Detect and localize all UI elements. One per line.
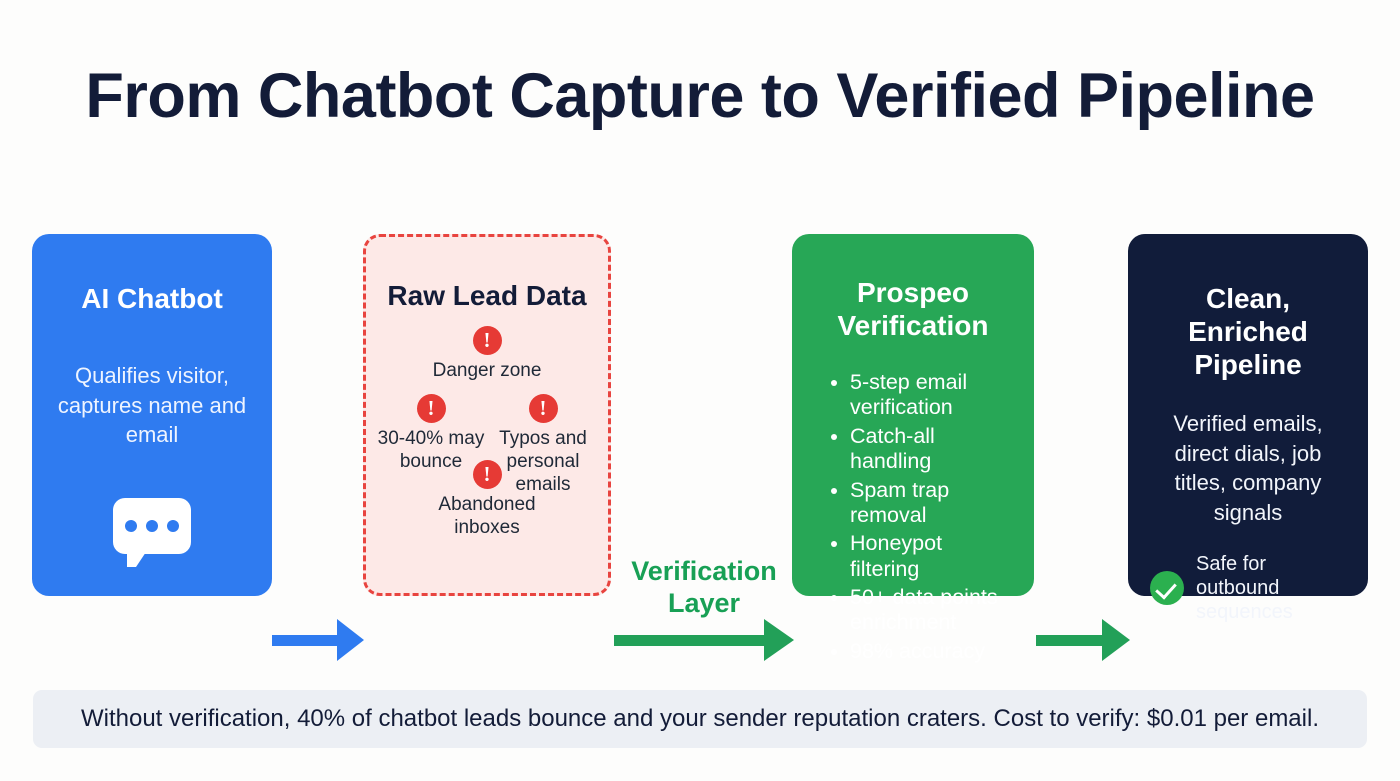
arrow-head xyxy=(1102,619,1130,661)
arrow-shaft xyxy=(614,634,764,646)
warning-icon: ! xyxy=(416,394,446,424)
arrow-shaft xyxy=(272,634,337,646)
card-title-prospeo-verification: Prospeo Verification xyxy=(837,277,989,342)
card-clean-enriched-pipeline[interactable]: Clean, Enriched Pipeline Verified emails… xyxy=(1128,234,1368,623)
list-item: 50+ data points enrichment xyxy=(828,585,1016,636)
chat-dot-3 xyxy=(167,520,179,533)
danger-item: ! Danger zone xyxy=(427,326,547,382)
list-item: 5-step email verification xyxy=(828,370,1016,421)
danger-item: ! 30-40% may bounce xyxy=(371,394,491,473)
danger-item-label: Abandoned inboxes xyxy=(438,494,536,539)
prospeo-feature-list: 5-step email verification Catch-all hand… xyxy=(810,370,1016,667)
danger-item-label: Danger zone xyxy=(432,360,542,382)
arrow-shaft xyxy=(1036,634,1102,646)
card-title-ai-chatbot: AI Chatbot xyxy=(81,283,223,314)
danger-items-group: ! Danger zone ! 30-40% may bounce ! Typo… xyxy=(378,318,593,573)
list-item: Honeypot filtering xyxy=(828,531,1016,582)
card-raw-lead-data[interactable]: Raw Lead Data ! Danger zone ! 30-40% may… xyxy=(363,234,611,596)
warning-icon: ! xyxy=(472,326,502,356)
arrow-right-icon-prospeo-to-pipeline xyxy=(1036,619,1130,661)
footer-banner: Without verification, 40% of chatbot lea… xyxy=(33,690,1367,748)
list-item: 98% accuracy xyxy=(828,639,1016,664)
list-item: Catch-all handling xyxy=(828,424,1016,475)
card-prospeo-verification[interactable]: Prospeo Verification 5-step email verifi… xyxy=(792,234,1034,663)
danger-item: ! Typos and personal emails xyxy=(483,394,603,497)
arrow-right-icon-raw-to-prospeo xyxy=(614,619,794,661)
pipeline-flow-row: AI Chatbot Qualifies visitor, captures n… xyxy=(0,234,1400,663)
check-circle-icon xyxy=(1150,570,1184,605)
card-body-clean-enriched-pipeline: Verified emails, direct dials, job title… xyxy=(1173,411,1323,526)
card-title-raw-lead-data: Raw Lead Data xyxy=(387,280,587,311)
danger-item: ! Abandoned inboxes xyxy=(427,460,547,539)
footer-text: Without verification, 40% of chatbot lea… xyxy=(80,705,1319,732)
arrow-right-icon-chatbot-to-raw xyxy=(272,619,364,661)
warning-icon: ! xyxy=(528,394,558,424)
card-title-clean-enriched-pipeline: Clean, Enriched Pipeline xyxy=(1188,283,1308,381)
list-item: Spam trap removal xyxy=(828,478,1016,529)
card-body-ai-chatbot: Qualifies visitor, captures name and ema… xyxy=(57,363,247,448)
page-title: From Chatbot Capture to Verified Pipelin… xyxy=(85,61,1315,131)
status-badge-label: Safe for outbound sequences xyxy=(1196,552,1293,623)
chat-dot-1 xyxy=(125,520,137,533)
danger-item-label: Typos and personal emails xyxy=(499,428,587,496)
arrow-head xyxy=(764,619,794,661)
chat-dot-2 xyxy=(146,520,158,533)
status-badge: Safe for outbound sequences xyxy=(1146,552,1350,624)
verification-layer-label: Verification Layer xyxy=(631,556,777,618)
danger-item-label: 30-40% may bounce xyxy=(377,428,485,473)
arrow-head xyxy=(337,619,364,661)
card-ai-chatbot[interactable]: AI Chatbot Qualifies visitor, captures n… xyxy=(32,234,272,596)
chat-bubble-icon xyxy=(113,498,191,568)
warning-icon: ! xyxy=(472,460,502,490)
